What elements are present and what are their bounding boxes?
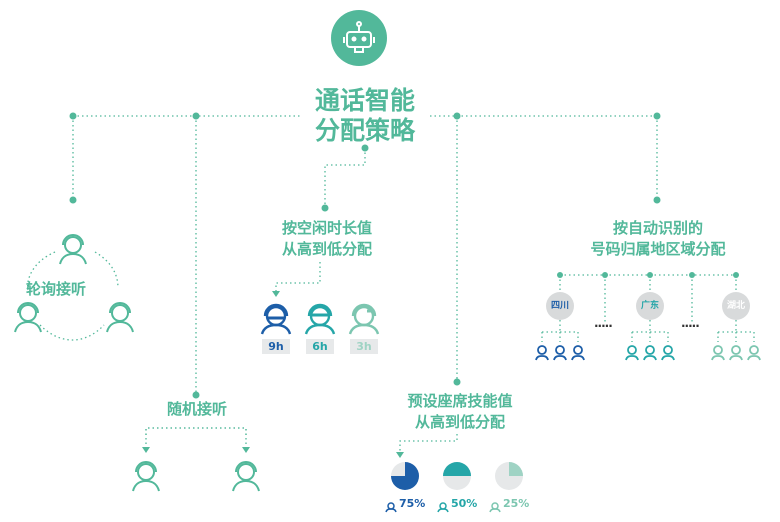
region-agents [534, 343, 770, 365]
pie-75-icon [390, 461, 420, 495]
region-line1: 按自动识别的 [612, 219, 703, 237]
ellipsis: ..... [594, 316, 613, 330]
mini-agent-icon [385, 498, 397, 517]
round-robin-label: 轮询接听 [25, 280, 86, 298]
hours-badge: 6h [306, 339, 334, 354]
agent-icon [11, 300, 45, 338]
agent-icon [103, 300, 137, 338]
random-label: 随机接听 [166, 400, 227, 418]
hours-badge: 3h [350, 339, 378, 354]
region-circle: 广东 [636, 292, 664, 320]
agent-icon [56, 232, 90, 270]
mini-agent-icon [437, 498, 449, 517]
mini-agent-icon [489, 498, 501, 517]
agent-icon-dark [259, 301, 293, 339]
diagram-title: 通话智能 分配策略 [300, 86, 430, 146]
skill-percent: 75% [399, 497, 426, 510]
title-line2: 分配策略 [314, 116, 415, 145]
agent-icon [129, 459, 163, 497]
region-name: 四川 [550, 301, 569, 311]
skill-percent: 25% [503, 497, 530, 510]
ellipsis: ..... [681, 316, 700, 330]
agent-icon-teal [303, 301, 337, 339]
region-name: 湖北 [726, 301, 745, 311]
region-circle: 四川 [546, 292, 574, 320]
agent-icon [229, 459, 263, 497]
region-name: 广东 [640, 301, 659, 311]
skill-percent: 50% [451, 497, 478, 510]
region-label: 按自动识别的 号码归属地区域分配 [573, 218, 743, 260]
idle-time-line2: 从高到低分配 [281, 240, 372, 258]
skill-line2: 从高到低分配 [414, 413, 505, 431]
skill-line1: 预设座席技能值 [407, 392, 513, 410]
idle-time-label: 按空闲时长值 从高到低分配 [262, 218, 392, 260]
title-line1: 通话智能 [314, 86, 415, 115]
region-line2: 号码归属地区域分配 [590, 240, 726, 258]
pie-25-icon [494, 461, 524, 495]
region-circle: 湖北 [722, 292, 750, 320]
pie-50-icon [442, 461, 472, 495]
robot-icon [331, 10, 387, 66]
idle-time-line1: 按空闲时长值 [281, 219, 372, 237]
hours-badge: 9h [262, 339, 290, 354]
skill-label: 预设座席技能值 从高到低分配 [385, 391, 535, 433]
agent-icon-light [347, 301, 381, 339]
